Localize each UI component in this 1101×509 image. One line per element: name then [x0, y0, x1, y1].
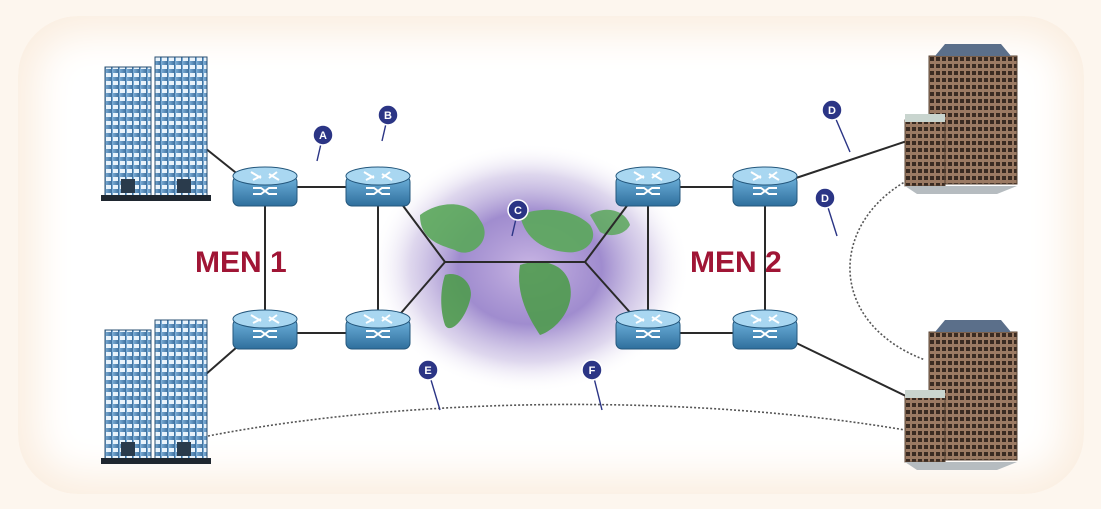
link-men1-to-core-bottom: [394, 261, 446, 321]
link-wide-area-dashed: [207, 403, 906, 437]
router-icon: [615, 166, 681, 207]
router-icon: [345, 309, 411, 350]
globe-icon: [370, 143, 690, 393]
men2-label: MEN 2: [690, 246, 782, 279]
router-icon: [232, 166, 298, 207]
callout-a: A: [312, 124, 334, 162]
router-icon: [615, 309, 681, 350]
link-men2-to-hq-bottom: [789, 339, 911, 399]
office-tower-icon: [101, 319, 211, 464]
men1-label: MEN 1: [195, 246, 287, 279]
callout-d-top: D: [821, 99, 851, 153]
router-icon: [232, 309, 298, 350]
corporate-building-icon: [904, 44, 1018, 194]
callout-f: F: [581, 359, 603, 411]
dashed-links: [207, 171, 926, 437]
callout-b: B: [377, 104, 399, 142]
callout-c-letter: C: [514, 205, 522, 217]
link-hq-dashed: [849, 171, 926, 361]
link-men2-to-hq-top: [789, 139, 911, 181]
router-icon: [345, 166, 411, 207]
callout-c: C: [507, 199, 529, 237]
callout-a-letter: A: [319, 130, 327, 142]
callout-d-bottom-letter: D: [821, 193, 829, 205]
callout-e-letter: E: [424, 365, 431, 377]
corporate-building-icon: [904, 320, 1018, 470]
router-icon: [732, 166, 798, 207]
callout-d-bottom: D: [814, 187, 838, 237]
callout-f-letter: F: [589, 365, 596, 377]
link-core-to-men2-bottom: [584, 261, 636, 319]
callout-e: E: [417, 359, 441, 411]
callout-d-top-letter: D: [828, 105, 836, 117]
callout-b-letter: B: [384, 110, 392, 122]
router-icon: [732, 309, 798, 350]
office-tower-icon: [101, 56, 211, 201]
